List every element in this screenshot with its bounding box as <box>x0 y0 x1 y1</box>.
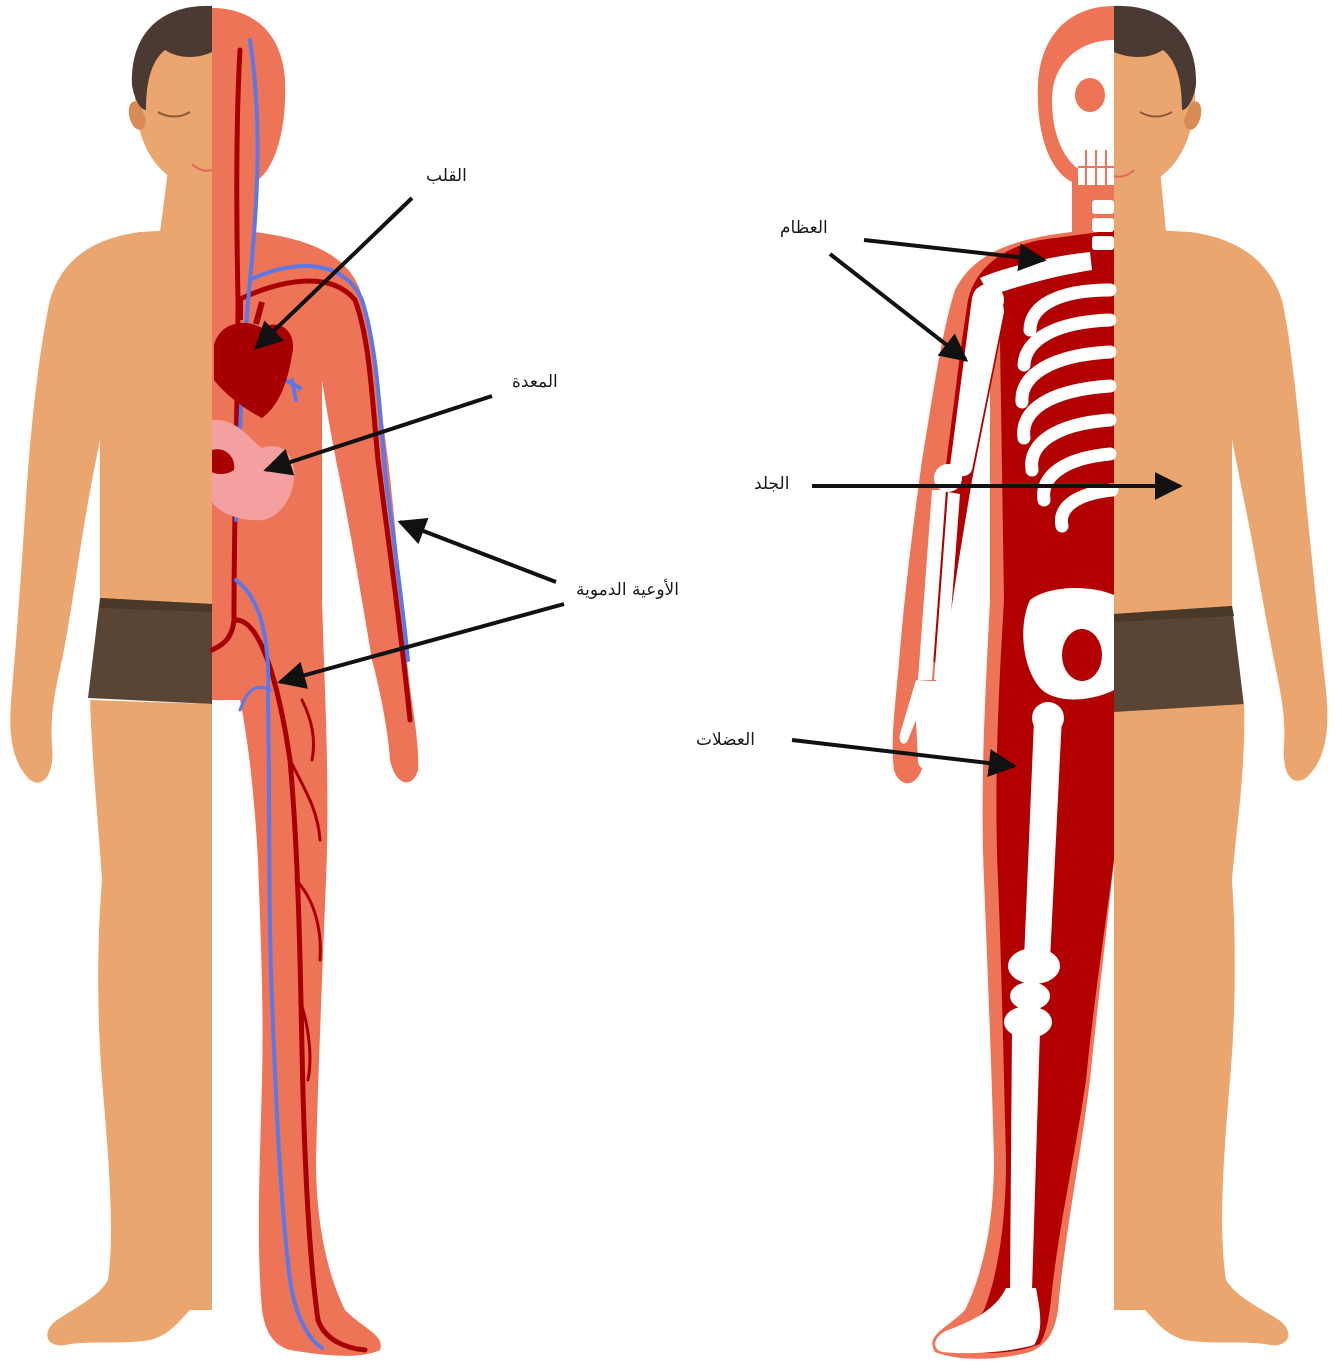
right-figure-inner-half <box>893 6 1114 1359</box>
blood-vessels-arrow-upper <box>400 522 556 582</box>
bones-label: العظام <box>780 220 828 237</box>
left-figure <box>10 6 418 1356</box>
blood-vessels-label: الأوعية الدموية <box>576 582 679 599</box>
right-figure <box>893 6 1328 1359</box>
bones-arrow-humerus <box>830 254 966 360</box>
heart-label: القلب <box>426 168 467 185</box>
right-figure-skin-half <box>1114 6 1327 1345</box>
left-figure-skin-half <box>10 6 212 1345</box>
left-figure-inner-half <box>212 8 418 1356</box>
muscles-label: العضلات <box>696 732 755 749</box>
stomach-label: المعدة <box>512 374 558 391</box>
skin-label: الجلد <box>754 476 789 493</box>
